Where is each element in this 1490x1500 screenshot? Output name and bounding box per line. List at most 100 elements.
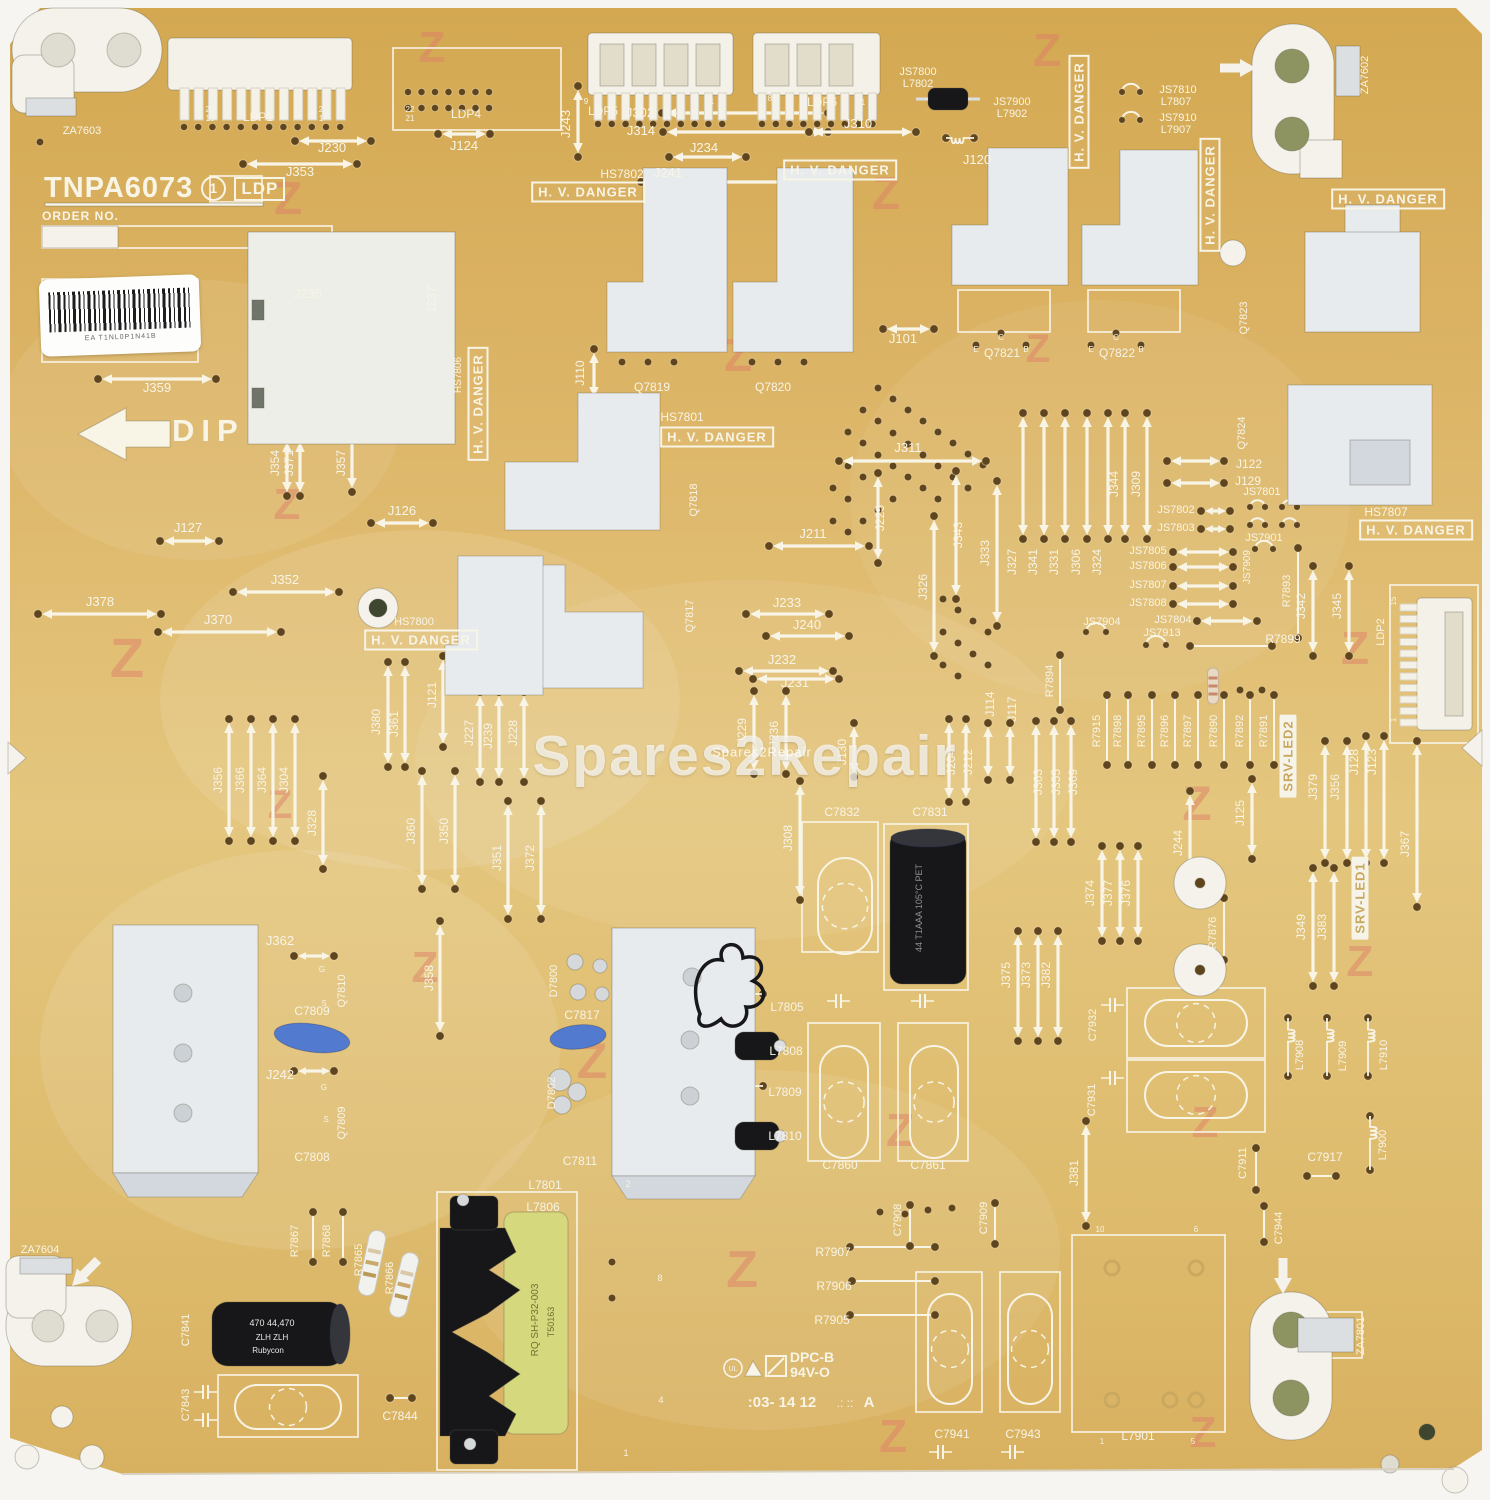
arrow-head: [503, 905, 513, 915]
solder-pad: [268, 836, 278, 846]
solder-pad: [1053, 926, 1063, 936]
solder-pad: [338, 1207, 348, 1217]
connector-pin: [179, 87, 190, 121]
z-stamp-mark: Z: [274, 172, 302, 224]
arrow-head: [1142, 525, 1152, 535]
solder-pad: [1168, 581, 1178, 591]
silkscreen-label: C7917: [1307, 1150, 1343, 1164]
z-stamp-mark: Z: [872, 167, 900, 219]
arrow-head: [819, 666, 829, 676]
solder-pad: [444, 87, 453, 97]
solder-pad: [764, 541, 774, 551]
arrow-head: [42, 609, 52, 619]
arrow-head: [1177, 599, 1187, 609]
silkscreen-label: J123: [1365, 749, 1379, 775]
silkscreen-outline: [897, 1022, 969, 1162]
solder-pad: [336, 122, 345, 132]
connector-pin: [771, 92, 781, 121]
silkscreen-label: .: ::: [837, 1396, 854, 1410]
silkscreen-label: JS7803: [1157, 522, 1194, 534]
silkscreen-label: D7800: [548, 965, 560, 997]
silkscreen-label: J302: [626, 105, 654, 120]
solder-pad: [1018, 534, 1028, 544]
board-shape: [663, 43, 689, 87]
arrow-head: [667, 127, 677, 137]
arrow-head: [961, 723, 971, 733]
capacitor-c7831: [889, 831, 967, 985]
silkscreen-label: J331: [1047, 549, 1061, 575]
arrow-head: [224, 827, 234, 837]
arrow-head: [1344, 570, 1354, 580]
board-shape: [773, 1129, 787, 1143]
solder-pad: [1342, 858, 1352, 868]
solder-pad: [1060, 534, 1070, 544]
capacitor-polarity-arc: [268, 1387, 308, 1427]
solder-pad: [35, 137, 45, 147]
solder-pad: [933, 461, 943, 471]
silkscreen-label: HS7800: [394, 616, 434, 628]
solder-pad: [844, 631, 854, 641]
solder-pad: [953, 605, 963, 615]
arrow-head: [290, 827, 300, 837]
silkscreen-label: J326: [916, 574, 930, 600]
silkscreen-label: 94V-O: [790, 1364, 830, 1380]
solder-pad: [1228, 547, 1238, 557]
arrow-head: [475, 768, 485, 778]
silkscreen-label: R7915: [1091, 715, 1103, 747]
silkscreen-label: R7896: [1159, 715, 1171, 747]
silkscreen-label: J124: [450, 138, 478, 153]
solder-pad: [658, 127, 668, 137]
connector-pin: [1399, 672, 1418, 681]
solder-pad: [961, 797, 971, 807]
board-shape: [695, 43, 721, 87]
arrow-head: [795, 785, 805, 795]
solder-pad: [749, 686, 759, 696]
heatsink-hs7800: [444, 555, 544, 696]
solder-pad: [1412, 902, 1422, 912]
connector-pin: [703, 92, 713, 121]
solder-pad: [279, 122, 288, 132]
board-shape: [329, 1303, 351, 1365]
z-stamp-mark: Z: [1347, 937, 1374, 986]
solder-pad: [951, 466, 961, 476]
solder-pad: [484, 87, 494, 97]
triangle-mark: [744, 1359, 763, 1377]
silkscreen-label: J117: [1005, 696, 1019, 721]
silkscreen-label: J126: [388, 503, 416, 518]
solder-pad: [1308, 561, 1318, 571]
solder-pad: [1162, 641, 1170, 649]
solder-pad: [1293, 521, 1301, 529]
arrow-head: [983, 766, 993, 776]
silkscreen-label: J236: [767, 721, 781, 747]
board-shape: [569, 983, 587, 1001]
arrow-head: [983, 727, 993, 737]
solder-pad: [503, 914, 513, 924]
solder-pad: [607, 119, 616, 129]
solder-pad: [858, 438, 868, 448]
solder-pad: [826, 119, 836, 129]
solder-pad: [457, 103, 467, 113]
solder-pad: [246, 836, 256, 846]
silkscreen-label: 6: [1194, 1225, 1199, 1234]
connector-pin: [222, 87, 233, 121]
silkscreen-label: R7866: [384, 1262, 396, 1294]
solder-pad: [929, 651, 939, 661]
silkscreen-label: J204: [944, 749, 958, 775]
silkscreen-label: C7831: [912, 805, 948, 819]
resistor-band: [365, 1259, 379, 1267]
connector-pin: [1399, 638, 1418, 646]
solder-pad: [968, 616, 978, 626]
transformer-core: [439, 1227, 521, 1437]
solder-pad: [888, 494, 898, 504]
connector-pin: [812, 92, 822, 121]
arrow-head: [1342, 849, 1352, 859]
arrow-head: [1066, 828, 1076, 838]
arrow-head: [267, 627, 277, 637]
solder-pad: [1133, 936, 1143, 946]
arrow-head: [1060, 525, 1070, 535]
solder-pad: [1031, 716, 1041, 726]
solder-pad: [295, 491, 305, 501]
arrow-head: [1082, 417, 1092, 427]
solder-pad: [1102, 628, 1110, 636]
arrow-head: [1210, 456, 1220, 466]
